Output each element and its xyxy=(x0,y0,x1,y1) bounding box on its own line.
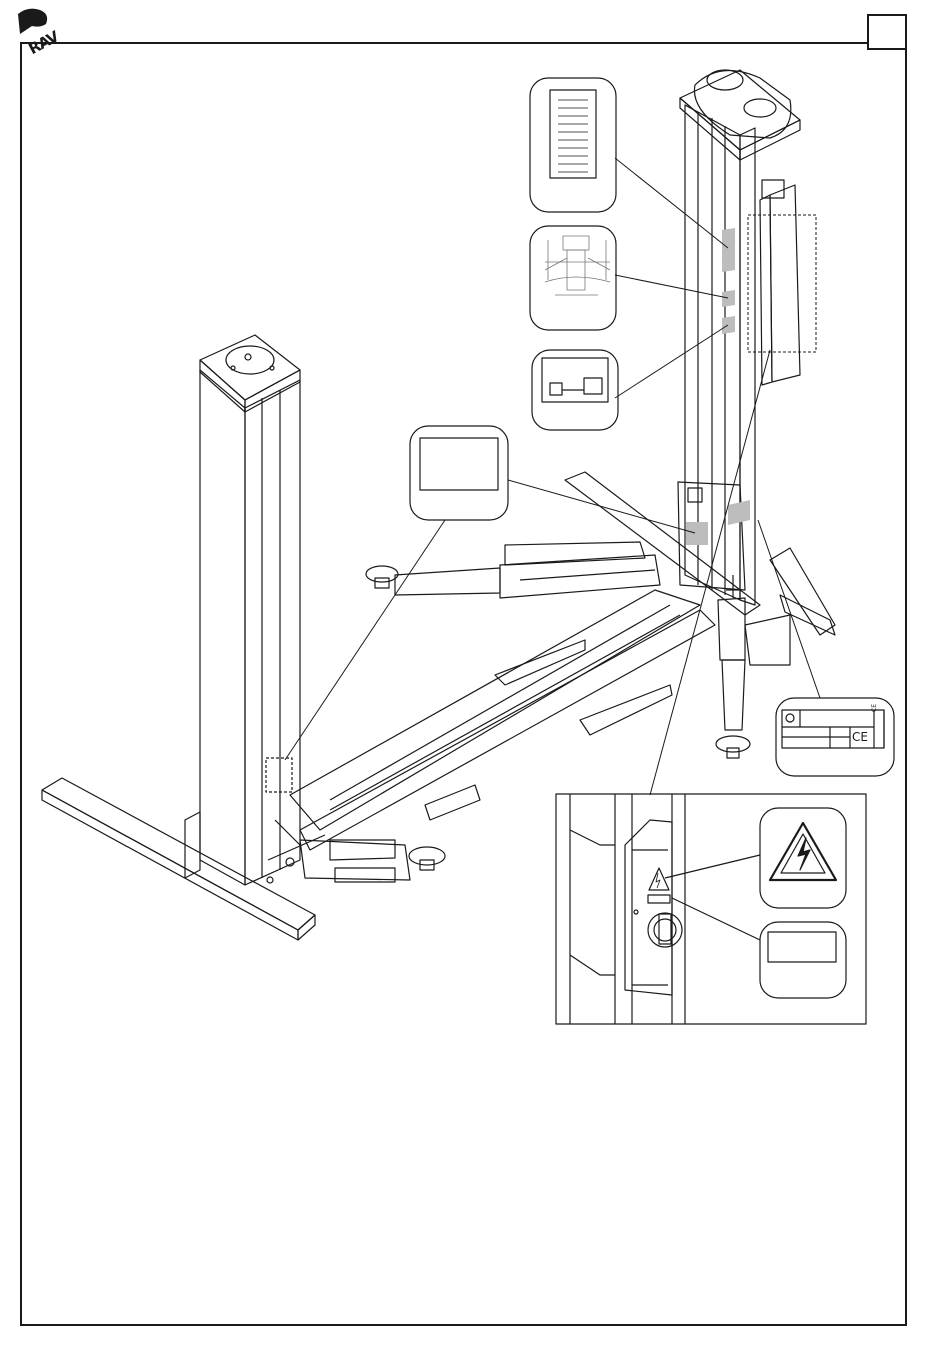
callout-lift-pictogram xyxy=(530,226,616,330)
callout-blank-label xyxy=(410,426,508,520)
callout-switch-label xyxy=(760,922,846,998)
left-rear-arm xyxy=(366,542,660,598)
left-column xyxy=(185,335,300,885)
callout-electric-warning xyxy=(760,808,846,908)
callout-instruction-label xyxy=(530,78,616,212)
right-front-arm xyxy=(716,575,790,758)
callout-schematic-label xyxy=(532,350,618,430)
base-frame xyxy=(42,472,835,940)
ce-mark-small: CE xyxy=(872,704,878,712)
right-column xyxy=(678,70,816,605)
ce-mark: CE xyxy=(852,731,868,743)
left-front-arm xyxy=(267,820,445,883)
detail-inset-control-box xyxy=(556,794,866,1024)
